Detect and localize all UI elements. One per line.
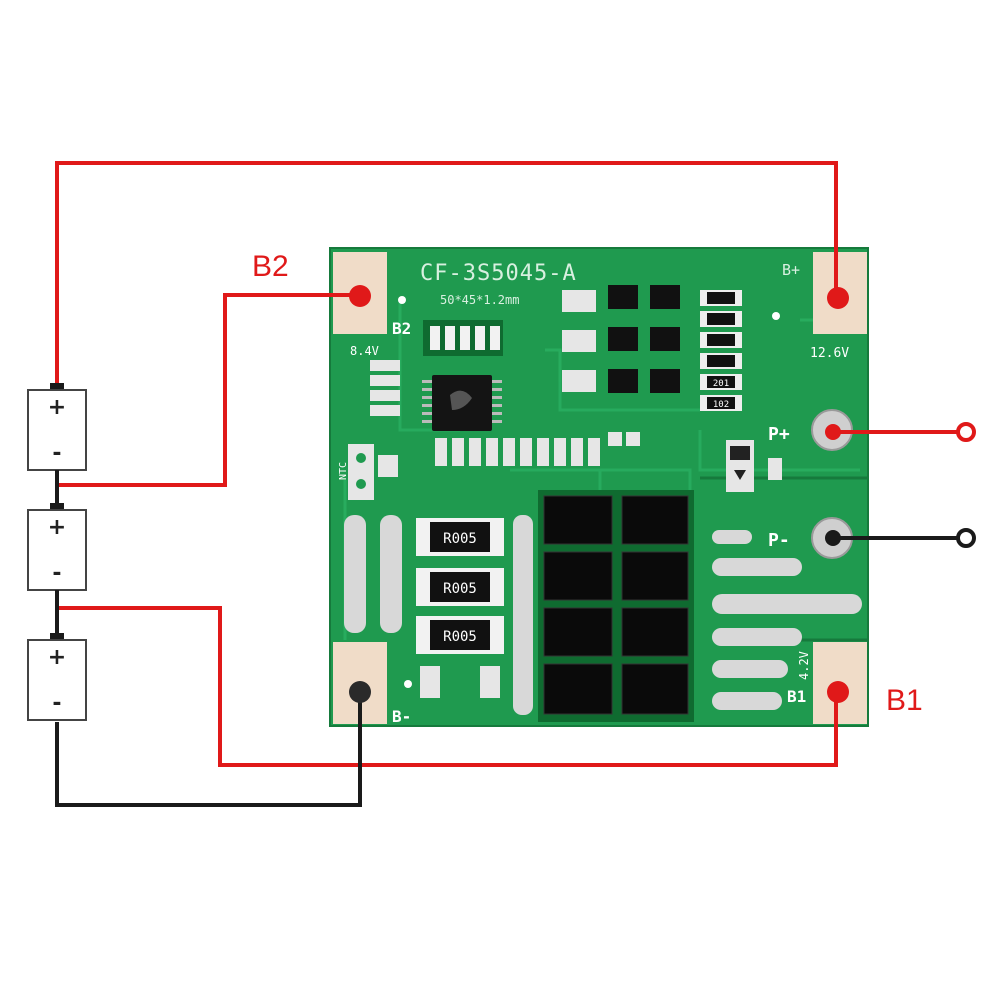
copper-strips-left	[344, 515, 533, 715]
p-minus-connection-dot	[825, 530, 841, 546]
b-minus-connection-dot	[349, 681, 371, 703]
silk-ntc: NTC	[338, 462, 349, 480]
smd-resistor-body	[707, 397, 735, 409]
svg-text:R005: R005	[443, 581, 477, 597]
smd-row	[435, 432, 640, 466]
mount-dot	[404, 680, 412, 688]
smd-resistor-body	[707, 355, 735, 367]
cell-minus-sign: -	[52, 561, 61, 586]
wire-b-minus	[55, 692, 362, 807]
shunt-resistor: R005	[416, 616, 504, 654]
silk-b-plus: B+	[782, 261, 800, 279]
silk-b2: B2	[392, 319, 411, 338]
silk-8-4v: 8.4V	[350, 344, 379, 358]
battery-cell: + -	[27, 633, 87, 721]
silk-p-minus: P-	[768, 530, 790, 551]
cell-plus-sign: +	[48, 515, 66, 540]
p-minus-output-terminal	[956, 528, 976, 548]
smd-resistor-body	[707, 376, 735, 388]
protection-diode	[726, 440, 782, 492]
label-b1: B1	[886, 684, 923, 717]
b2-connection-dot	[349, 285, 371, 307]
sot-packages	[562, 285, 680, 393]
silk-p-plus: P+	[768, 424, 790, 445]
mount-dot	[398, 296, 406, 304]
label-b2: B2	[252, 250, 289, 283]
board-dims-label: 50*45*1.2mm	[440, 293, 519, 307]
smd-resistor-code: 102	[713, 400, 729, 410]
silk-b-minus: B-	[392, 707, 411, 726]
battery-cell: + -	[27, 383, 87, 471]
b-plus-connection-dot	[827, 287, 849, 309]
smd-resistor-body	[707, 334, 735, 346]
smd-resistor-body	[707, 292, 735, 304]
smd-resistor-code: 201	[713, 379, 729, 389]
smd-capacitor-column	[370, 360, 400, 416]
controller-ic	[422, 375, 502, 431]
silk-4-2v: 4.2V	[797, 651, 811, 680]
p-plus-output-terminal	[956, 422, 976, 442]
wire-b2	[57, 293, 358, 487]
copper-strips-right	[712, 530, 862, 710]
smd-resistor-body	[707, 313, 735, 325]
shunt-resistor: R005	[416, 568, 504, 606]
silk-b1: B1	[787, 687, 806, 706]
smd-resistor-column: 201 102	[700, 290, 742, 411]
ntc-pads	[348, 444, 398, 500]
svg-text:R005: R005	[443, 531, 477, 547]
b1-connection-dot	[827, 681, 849, 703]
board-model-label: CF-3S5045-A	[420, 261, 577, 286]
power-mosfet-array	[538, 490, 694, 722]
header-connector-top	[423, 320, 503, 356]
shunt-resistors: R005 R005 R005	[416, 518, 504, 698]
wire-b1	[57, 606, 838, 767]
wire-b-plus	[55, 161, 838, 390]
cell-minus-sign: -	[52, 691, 61, 716]
p-plus-connection-dot	[825, 424, 841, 440]
cell-plus-sign: +	[48, 645, 66, 670]
cell-plus-sign: +	[48, 395, 66, 420]
svg-text:R005: R005	[443, 629, 477, 645]
mount-dot	[772, 312, 780, 320]
cell-minus-sign: -	[52, 441, 61, 466]
silk-12-6v: 12.6V	[810, 346, 849, 361]
battery-cell: + -	[27, 503, 87, 591]
shunt-resistor: R005	[416, 518, 504, 556]
